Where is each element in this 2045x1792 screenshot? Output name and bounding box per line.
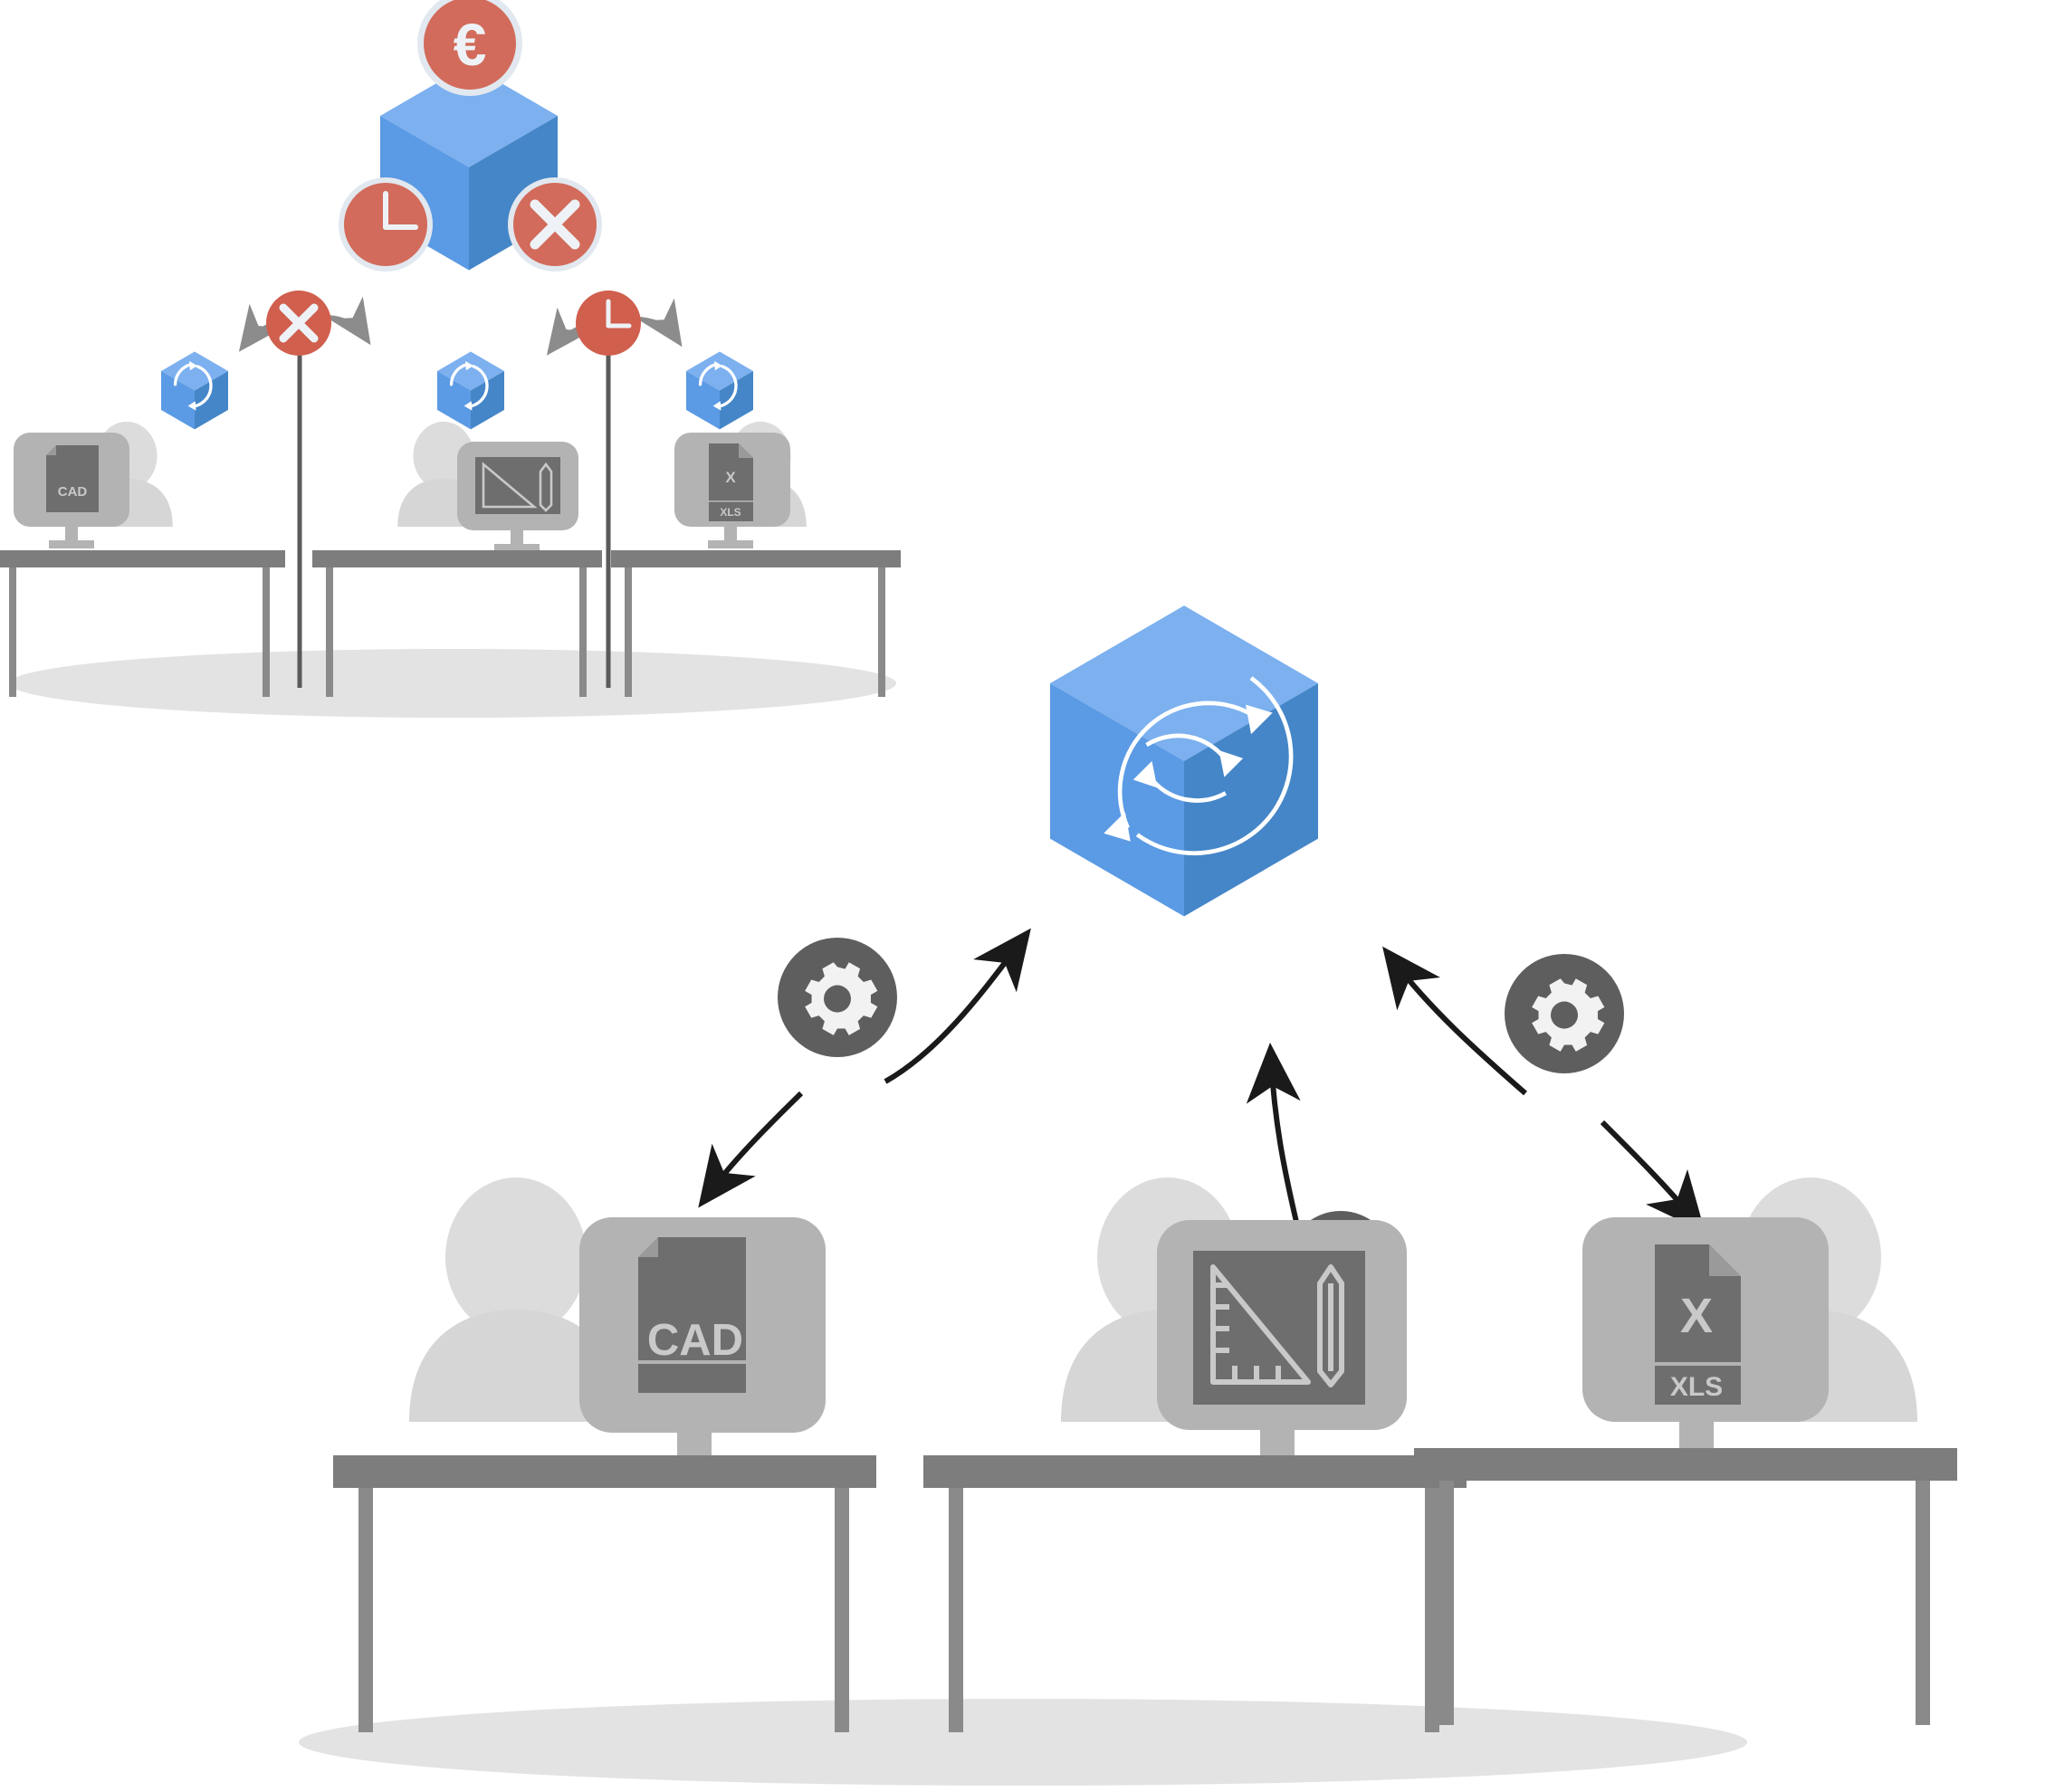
ws-xls[interactable]: X XLS	[1414, 1177, 1957, 1725]
screen-label-small-x: X	[725, 469, 736, 486]
ruler-pencil-icon	[1210, 1264, 1344, 1387]
gear-right[interactable]	[1505, 954, 1624, 1073]
arrow-gear-left-to-cube	[884, 928, 1031, 1084]
mini-badge-clock[interactable]	[576, 291, 641, 356]
desk-small-3	[611, 550, 901, 697]
badge-clock[interactable]	[339, 177, 433, 272]
monitor-xls[interactable]: X XLS	[1582, 1217, 1829, 1474]
close-icon	[530, 199, 580, 250]
clock-icon	[606, 299, 632, 329]
ruler-pencil-icon-small	[482, 462, 553, 512]
monitor-draft[interactable]	[1157, 1220, 1407, 1482]
screen-label-x: X	[1680, 1289, 1713, 1343]
gray-arrow-2-left	[546, 307, 590, 356]
desk-xls	[1414, 1448, 1957, 1725]
monitor-small-1[interactable]: CAD	[14, 433, 129, 548]
ws-draft[interactable]	[923, 1177, 1467, 1732]
gear-left[interactable]	[778, 938, 897, 1057]
desk-small-2	[312, 550, 602, 697]
mini-cube-2[interactable]	[437, 351, 504, 430]
mini-badge-cross[interactable]	[266, 291, 331, 356]
monitor-small-2[interactable]	[457, 442, 578, 552]
mini-cube-3[interactable]	[686, 351, 753, 430]
screen-label-cad: CAD	[647, 1316, 743, 1365]
badge-cross[interactable]	[508, 177, 602, 272]
arrow-gear-right-to-ws	[1600, 1120, 1706, 1233]
ws-cad[interactable]: CAD	[333, 1177, 876, 1732]
badge-euro[interactable]: €	[417, 0, 522, 96]
ws-small-cad[interactable]: CAD	[0, 421, 285, 697]
monitor-small-3[interactable]: X XLS	[674, 433, 790, 548]
floor-shadow-top	[9, 649, 896, 718]
screen-sublabel-small-xls: XLS	[720, 506, 741, 519]
integration-hub-cube[interactable]	[1050, 605, 1318, 917]
arrow-gear-right-to-cube	[1382, 946, 1527, 1096]
refresh-cube-icon	[698, 362, 738, 408]
inner-circular-arrows-icon	[1145, 733, 1228, 803]
double-circular-arrows-icon	[1117, 676, 1294, 856]
arrow-gear-left-to-ws	[698, 1091, 804, 1208]
floor-shadow-bottom	[299, 1699, 1747, 1786]
screen-label-small-cad: CAD	[58, 484, 88, 500]
legacy-island-group: CAD	[0, 0, 901, 718]
euro-icon: €	[454, 11, 487, 78]
ws-small-draft[interactable]	[312, 421, 602, 697]
refresh-cube-icon	[173, 362, 213, 408]
desk-small-1	[0, 550, 285, 697]
mini-cube-1[interactable]	[161, 351, 228, 430]
screen-sublabel-xls: XLS	[1670, 1372, 1723, 1402]
desk-cad	[333, 1455, 876, 1732]
refresh-cube-icon	[449, 362, 489, 408]
bottom-workstations-group: CAD	[299, 1177, 1957, 1786]
close-icon	[279, 303, 319, 343]
clock-icon	[383, 191, 418, 230]
arrow-gear-mid-to-cube	[1246, 1043, 1301, 1223]
monitor-cad[interactable]: CAD	[579, 1217, 826, 1485]
ws-small-xls[interactable]: X XLS	[611, 421, 901, 697]
desk-draft	[923, 1455, 1467, 1732]
